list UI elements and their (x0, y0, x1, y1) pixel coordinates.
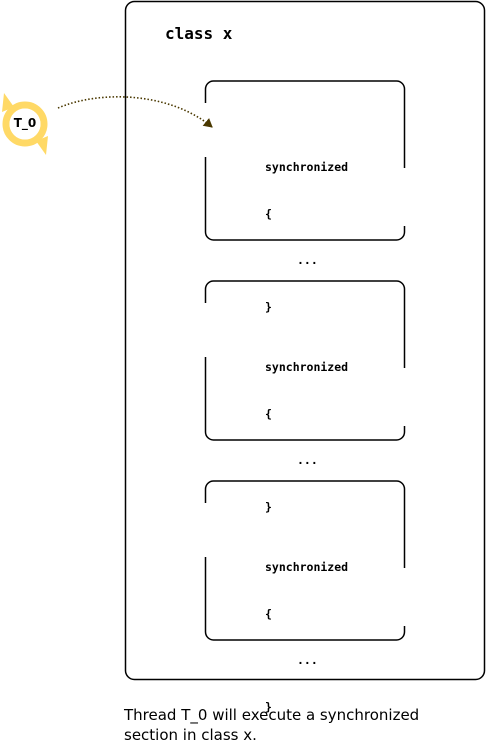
code-block-2: synchronized { ... } (265, 329, 348, 546)
sync-block-2 (200, 280, 410, 441)
code-close-brace: } (265, 499, 272, 514)
class-title: class x (165, 24, 233, 43)
sync-block-1 (200, 80, 410, 241)
thread-label: T_0 (13, 116, 37, 130)
code-body: ... (297, 453, 318, 467)
sync-block-3 (200, 480, 410, 641)
code-open-brace: { (265, 406, 272, 421)
thread-icon (2, 93, 48, 155)
code-open-brace: { (265, 206, 272, 221)
code-keyword: synchronized (265, 560, 349, 574)
code-close-brace: } (265, 299, 272, 314)
code-keyword: synchronized (265, 160, 349, 174)
caption: Thread T_0 will execute a synchronized s… (124, 706, 420, 744)
code-body: ... (297, 653, 318, 667)
thread-arrowhead-top (2, 93, 14, 112)
code-body: ... (297, 253, 318, 267)
code-open-brace: { (265, 606, 272, 621)
code-keyword: synchronized (265, 360, 349, 374)
thread-arrow (57, 96, 213, 128)
code-close-brace: } (265, 699, 272, 714)
thread-arrowhead-bottom (36, 136, 48, 155)
code-block-1: synchronized { ... } (265, 129, 348, 346)
code-block-3: synchronized { ... } (265, 529, 348, 746)
